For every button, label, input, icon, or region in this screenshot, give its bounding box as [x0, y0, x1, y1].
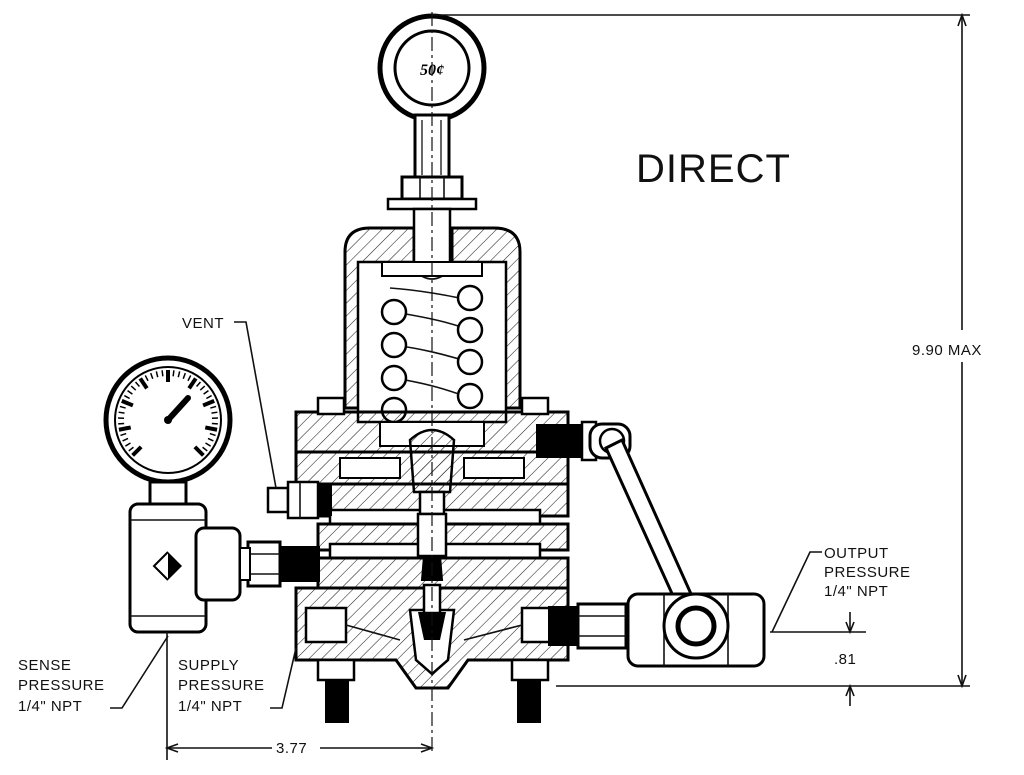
output-fitting — [548, 592, 766, 668]
gauge-tick — [209, 432, 216, 437]
dimension-width: 3.77 — [276, 740, 307, 757]
gauge-tick — [121, 399, 134, 408]
gauge-tick — [144, 375, 149, 382]
sense-label-line1: SENSE — [18, 657, 71, 674]
output-label-line3: 1/4" NPT — [824, 583, 888, 600]
gauge-tick — [149, 372, 154, 379]
supply-label-line3: 1/4" NPT — [178, 698, 242, 715]
gauge-tick — [177, 371, 181, 378]
gauge-tick — [118, 411, 125, 414]
output-label-line1: OUTPUT — [824, 545, 889, 562]
dimension-lines — [164, 12, 970, 760]
pressure-gauge — [103, 355, 233, 506]
gauge-tick — [187, 375, 192, 382]
gauge-tick — [211, 411, 218, 414]
gauge-tick — [120, 432, 127, 437]
gauge-tick — [119, 405, 126, 409]
gauge-tick — [138, 377, 149, 390]
gauge-tick — [131, 445, 143, 457]
drawing-title: DIRECT — [636, 147, 791, 191]
gauge-tick — [130, 385, 137, 391]
output-label-line2: PRESSURE — [824, 564, 911, 581]
gauge-tick — [134, 381, 140, 388]
gauge-tick — [202, 399, 215, 408]
gauge-tick — [203, 390, 209, 395]
gauge-tick — [202, 446, 208, 452]
gauge-tick — [128, 446, 134, 452]
supply-label-line1: SUPPLY — [178, 657, 239, 674]
vent-fitting — [266, 480, 332, 520]
gauge-tick — [207, 437, 214, 442]
dimension-offset: .81 — [834, 651, 856, 668]
gauge-tick — [206, 394, 212, 400]
sense-tee-fitting — [128, 502, 320, 634]
gauge-tick — [199, 385, 206, 391]
feedback-tube-assembly — [536, 420, 703, 622]
supply-label-line2: PRESSURE — [178, 677, 265, 694]
gauge-tick — [127, 390, 133, 395]
callout-leaders — [110, 321, 822, 709]
gauge-tick — [118, 425, 132, 432]
gauge-tick — [124, 442, 131, 447]
gauge-tick — [187, 377, 198, 390]
gauge-tick — [122, 437, 129, 442]
gauge-tick — [193, 445, 205, 457]
gauge-tick — [196, 381, 202, 388]
gauge-tick — [204, 425, 218, 432]
gauge-tick — [172, 370, 175, 377]
gauge-tick — [205, 442, 212, 447]
sense-label-line2: PRESSURE — [18, 677, 105, 694]
gauge-tick — [182, 372, 187, 379]
sense-label-line3: 1/4" NPT — [18, 698, 82, 715]
dimension-height: 9.90 MAX — [912, 342, 982, 359]
gauge-tick — [161, 370, 164, 377]
gauge-tick — [210, 405, 217, 409]
gauge-tick — [155, 371, 159, 378]
vent-label: VENT — [182, 315, 224, 332]
gauge-tick — [124, 394, 130, 400]
